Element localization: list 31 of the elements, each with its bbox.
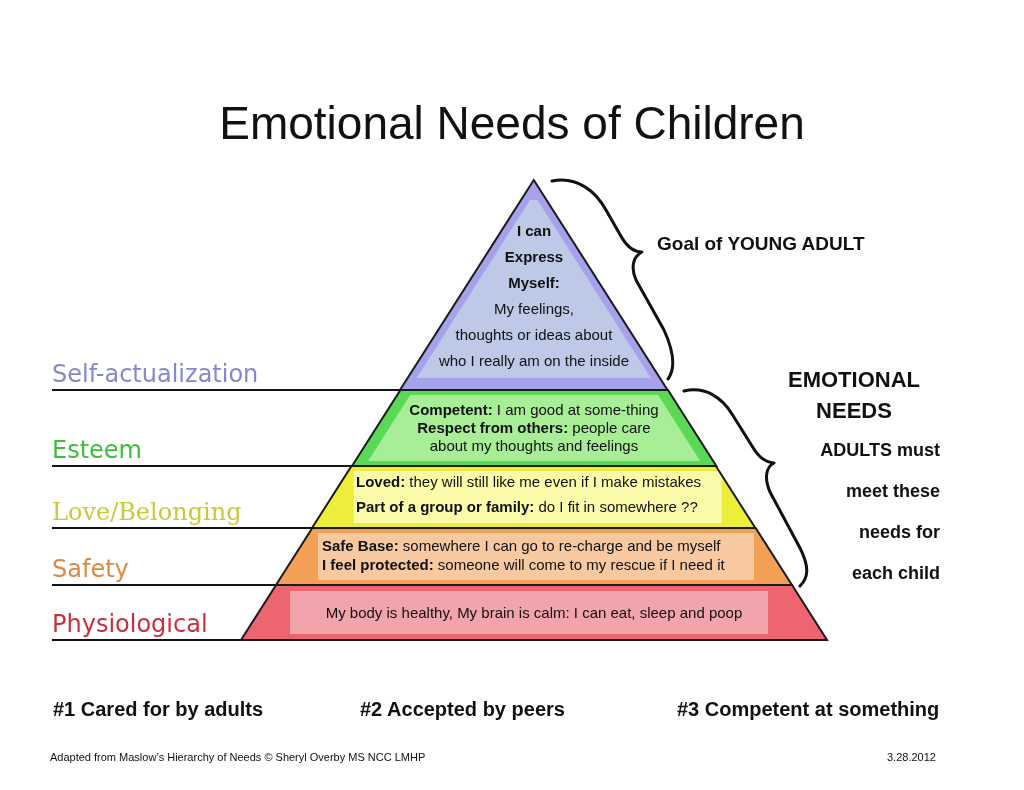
brace-note: ADULTS must meet these needs for each child: [819, 439, 940, 585]
level-label: Self-actualization: [52, 358, 259, 390]
level-label: Safety: [52, 553, 129, 585]
leader-line: [51, 584, 277, 586]
priority-note: #3 Competent at something: [677, 697, 940, 722]
priority-note: #1 Cared for by adults: [53, 697, 264, 722]
pyramid-level: [351, 390, 717, 466]
need-description: I feel protected: someone will come to my rescue if I need it: [322, 556, 725, 574]
pyramid-level: [240, 585, 827, 640]
leader-line: [51, 527, 314, 529]
need-heading: I can Express Myself:: [504, 221, 564, 293]
level-label: Esteem: [52, 434, 142, 466]
date-text: 3.28.2012: [887, 750, 936, 764]
leader-line: [51, 465, 353, 467]
need-description: Competent: I am good at some-thing Respect from others: people care about my thoughts and feelings: [408, 401, 660, 455]
level-label: Love/Belonging: [52, 496, 242, 528]
level-label: Physiological: [52, 608, 208, 640]
leader-line: [51, 389, 402, 391]
leader-line: [51, 639, 242, 641]
priority-note: #2 Accepted by peers: [360, 697, 565, 722]
brace-heading: EMOTIONAL NEEDS: [787, 366, 921, 425]
need-description: My body is healthy, My brain is calm: I can eat, sleep and poop: [325, 604, 743, 622]
need-description: Safe Base: somewhere I can go to re-charge and be myself: [322, 537, 721, 555]
pyramid-level: [276, 528, 792, 585]
title: Emotional Needs of Children: [219, 96, 805, 151]
pyramid-level: [312, 466, 756, 528]
goal-note: Goal of YOUNG ADULT: [657, 232, 865, 256]
need-description: Loved: they will still like me even if I make mistakes: [356, 473, 702, 491]
need-description: My feelings, thoughts or ideas about who I really am on the inside: [437, 299, 631, 371]
need-description: Part of a group or family: do I fit in somewhere ??: [356, 498, 698, 516]
attribution-note: Adapted from Maslow’s Hierarchy of Needs © Sheryl Overby MS NCC LMHP: [50, 750, 426, 764]
